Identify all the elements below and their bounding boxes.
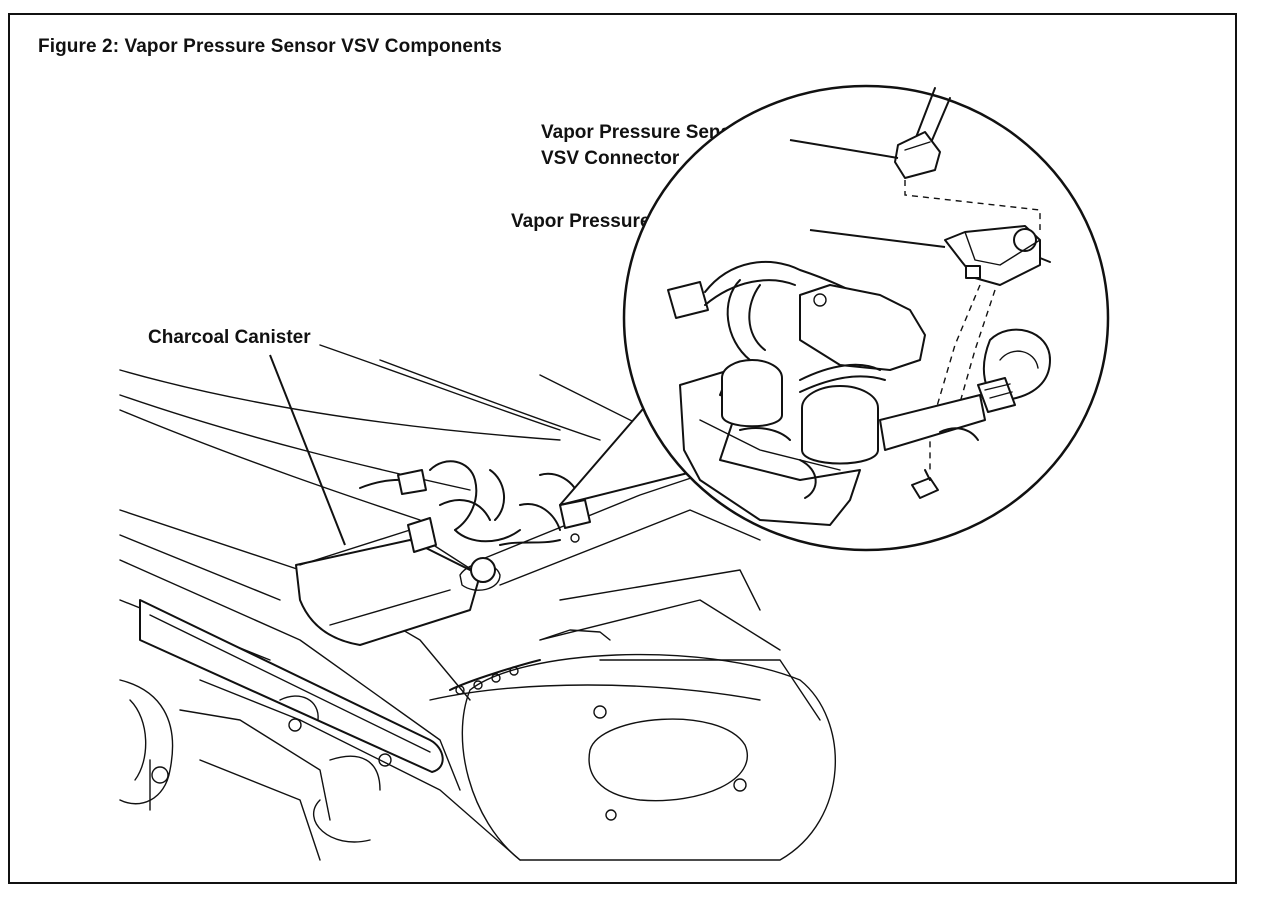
label-vsv-connector-line1: Vapor Pressure Sensor [541,122,751,143]
leader-lines [269,139,946,546]
detail-hoses [667,260,926,393]
vsv-connector [894,87,1041,230]
label-charcoal-canister: Charcoal Canister [148,327,311,348]
figure-frame [8,13,1237,884]
spare-tire-well [461,653,836,861]
label-vsv-connector-line2: VSV Connector [541,148,680,169]
vapor-pressure-sensor-vsv [929,225,1051,470]
detail-pipe [879,328,1051,451]
cross-member [139,599,444,773]
underbody-frame-lines [119,344,821,861]
canister-hoses [359,460,591,583]
detail-bolt [911,469,939,499]
suspension-details [119,629,611,861]
label-vsv-connector: Vapor Pressure Sensor VSV Connector [541,120,750,172]
charcoal-canister [295,517,501,646]
figure-title: Figure 2: Vapor Pressure Sensor VSV Comp… [38,36,502,57]
detail-canister-body [679,359,879,526]
